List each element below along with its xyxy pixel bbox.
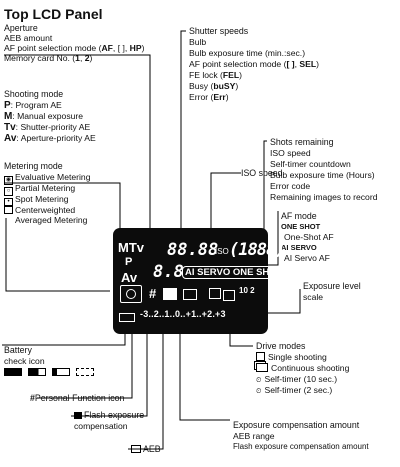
battery-mid-icon: [28, 368, 46, 376]
lcd-mode-av: Av: [121, 270, 138, 285]
shooting-mode-tv: Tv: Shutter-priority AE: [4, 122, 91, 133]
metering-evaluative: ◉Evaluative Metering: [4, 172, 91, 185]
exposure-scale-label: scale: [303, 292, 324, 302]
fe-lock-label: FE lock (FEL): [189, 70, 243, 80]
battery-leader: [2, 329, 126, 346]
exposure-level-label: Exposure level: [303, 281, 361, 291]
busy-label: Busy (buSY): [189, 81, 239, 91]
personal-function-label: #Personal Function icon: [30, 393, 125, 403]
self-timer-10-icon: ⏲: [256, 377, 262, 384]
lcd-shutter-digits: 88.88: [167, 240, 219, 260]
shooting-mode-p: P: Program AE: [4, 100, 62, 111]
iso-leader: [210, 172, 241, 244]
aeb-range-label: AEB range: [233, 431, 275, 441]
metering-partial: ○Partial Metering: [4, 183, 75, 196]
iso-speed-label: ISO speed: [241, 168, 283, 178]
lcd-shots-digits: (1888): [229, 240, 285, 260]
bulb-hours-label: Bulb exposure time (Hours): [270, 170, 375, 180]
lcd-aeb-icon: [183, 289, 197, 300]
bulb-time-label: Bulb exposure time (min.:sec.): [189, 48, 306, 58]
flash-comp-label-2: compensation: [74, 421, 128, 431]
one-shot-af-label: One-Shot AF: [284, 232, 334, 242]
lcd-timer: 10 2: [239, 286, 255, 295]
aeb-amount-label: AEB amount: [4, 33, 53, 43]
lcd-panel: MTv P Av 88.88 ISO (1888) 8.8 AI SERVO O…: [113, 228, 286, 334]
lcd-flash-comp-icon: [163, 288, 177, 300]
ai-servo-icon: AI SERVO: [281, 243, 317, 252]
drive-timer-10: ⏲Self-timer (10 sec.): [256, 374, 338, 384]
error-code-label: Error code: [270, 181, 311, 191]
drive-continuous: Continuous shooting: [256, 363, 349, 373]
shooting-mode-av: Av: Aperture-priority AE: [4, 133, 96, 144]
remaining-images-label: Remaining images to record: [270, 192, 378, 202]
battery-full-icon: [4, 368, 22, 376]
metering-centerweighted: Centerweighted: [4, 205, 75, 215]
spot-metering-icon: •: [4, 198, 13, 207]
aeb-icon: [131, 445, 141, 453]
aperture-leader: [4, 54, 151, 244]
aeb-label: AEB: [131, 444, 161, 454]
continuous-shooting-icon: [256, 363, 268, 372]
exp-comp-label: Exposure compensation amount: [233, 420, 360, 430]
lcd-af-mode: AI SERVO ONE SHOT: [182, 266, 286, 279]
shutter-speeds-label: Shutter speeds: [189, 26, 249, 36]
memory-card-label: Memory card No. (1, 2): [4, 53, 93, 63]
one-shot-icon: ONE SHOT: [281, 222, 321, 231]
metering-averaged: Averaged Metering: [15, 215, 88, 225]
page-title: Top LCD Panel: [4, 6, 103, 22]
shots-leader: [263, 140, 267, 244]
af-point-sel-label: AF point selection mode ([ ], SEL): [189, 59, 319, 69]
flash-exp-comp-amount-label: Flash exposure compensation amount: [233, 442, 369, 451]
partial-metering-icon: ○: [4, 187, 13, 196]
lcd-drive-single-icon: [209, 288, 221, 299]
flash-comp-icon: [74, 412, 82, 419]
shutter-leader: [180, 30, 186, 244]
exposure-comp-leader: [179, 323, 230, 421]
aperture-label: Aperture: [4, 23, 38, 33]
self-timer-2-icon: ⏲: [256, 388, 262, 395]
evaluative-metering-icon: ◉: [4, 176, 13, 185]
flash-comp-label: Flash exposure: [74, 410, 144, 420]
ai-servo-af-label: AI Servo AF: [284, 253, 330, 263]
drive-modes-heading: Drive modes: [256, 341, 306, 351]
shots-iso-label: ISO speed: [270, 148, 311, 158]
battery-check-label: check icon: [4, 356, 45, 366]
lcd-aperture-digits: 8.8: [153, 262, 184, 282]
aeb-leader: [128, 300, 164, 450]
bulb-label: Bulb: [189, 37, 207, 47]
lcd-metering-icon: [120, 285, 142, 303]
self-timer-countdown-label: Self-timer countdown: [270, 159, 351, 169]
shooting-mode-m: M: Manual exposure: [4, 111, 84, 122]
single-shooting-icon: [256, 352, 265, 361]
lcd-drive-cont-icon: [223, 290, 235, 301]
battery-low-icon: [52, 368, 70, 376]
battery-empty-icon: [76, 368, 94, 376]
af-mode-leader: [268, 211, 279, 266]
af-mode-heading: AF mode: [281, 211, 317, 221]
shooting-mode-leader: [4, 182, 121, 240]
lcd-mode-p: P: [125, 256, 133, 268]
personal-function-leader: [37, 306, 133, 399]
lcd-hash: #: [149, 286, 157, 301]
centerweighted-metering-icon: [4, 205, 13, 214]
battery-label: Battery: [4, 345, 32, 355]
lcd-battery-icon: [119, 313, 135, 322]
shooting-mode-heading: Shooting mode: [4, 89, 64, 99]
metering-leader: [5, 218, 110, 292]
error-label: Error (Err): [189, 92, 229, 102]
drive-single: Single shooting: [256, 352, 327, 362]
flash-comp-leader: [71, 300, 148, 417]
drive-timer-2: ⏲Self-timer (2 sec.): [256, 385, 333, 395]
metering-spot: •Spot Metering: [4, 194, 69, 207]
shots-remaining-label: Shots remaining: [270, 137, 334, 147]
lcd-mode-mtv: MTv: [118, 240, 144, 255]
af-point-mode-label: AF point selection mode (AF, [ ], HP): [4, 43, 145, 53]
lcd-iso: ISO: [215, 247, 229, 256]
metering-heading: Metering mode: [4, 161, 63, 171]
lcd-exposure-scale: -3..2..1..0..+1..+2.+3: [140, 309, 226, 319]
